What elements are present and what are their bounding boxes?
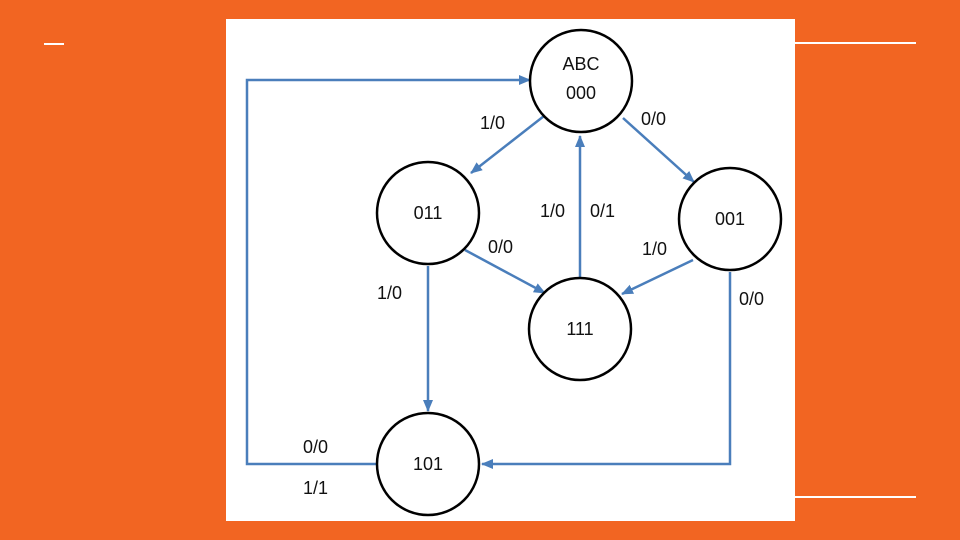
edge-label-111-to-000-b: 0/1 xyxy=(590,201,615,221)
node-label: 111 xyxy=(566,319,593,339)
edge-label-001-to-111: 1/0 xyxy=(642,239,667,259)
edge-101-to-000 xyxy=(245,75,531,466)
state-diagram: ABC 000 011 001 111 101 1/0 0/0 1/0 0/1 … xyxy=(245,28,783,517)
decorative-line-right-top xyxy=(790,42,916,44)
edge-000-to-001 xyxy=(622,117,695,183)
edge-label-011-to-111: 0/0 xyxy=(488,237,513,257)
edge-label-011-to-101: 1/0 xyxy=(377,283,402,303)
node-header-label: ABC xyxy=(562,54,599,74)
edge-label-101-to-000-a: 0/0 xyxy=(303,437,328,457)
state-diagram-panel: ABC 000 011 001 111 101 1/0 0/0 1/0 0/1 … xyxy=(226,19,795,521)
edge-label-000-to-001: 0/0 xyxy=(641,109,666,129)
edge-label-001-to-101: 0/0 xyxy=(739,289,764,309)
decorative-line-left xyxy=(44,43,64,45)
edge-label-111-to-000-a: 1/0 xyxy=(540,201,565,221)
node-label: 001 xyxy=(715,209,745,229)
state-node-111: 111 xyxy=(527,276,633,382)
state-node-011: 011 xyxy=(375,160,481,266)
node-label: 011 xyxy=(414,203,443,223)
edge-001-to-111 xyxy=(621,258,694,296)
decorative-line-right-bottom xyxy=(790,496,916,498)
edge-001-to-101 xyxy=(481,272,732,469)
state-node-000: ABC 000 xyxy=(528,28,634,134)
state-node-101: 101 xyxy=(375,411,481,517)
node-label: 000 xyxy=(566,83,596,103)
edge-label-101-to-000-b: 1/1 xyxy=(303,478,328,498)
edge-011-to-111 xyxy=(464,248,546,295)
edge-label-000-to-011: 1/0 xyxy=(480,113,505,133)
state-node-001: 001 xyxy=(677,166,783,272)
edge-000-to-011 xyxy=(470,115,545,174)
node-label: 101 xyxy=(413,454,443,474)
